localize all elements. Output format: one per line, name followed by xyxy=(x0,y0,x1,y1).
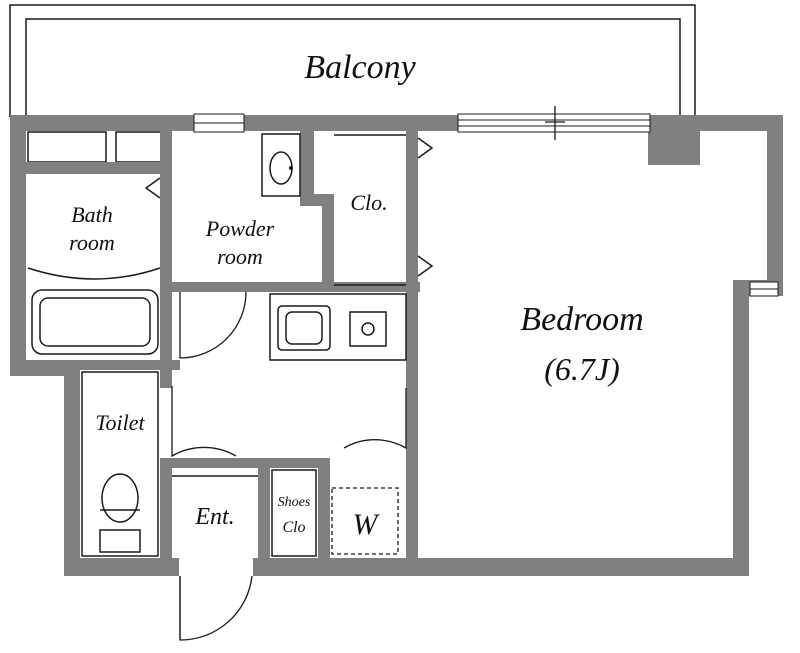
label-shoes-closet-2: Clo xyxy=(282,519,305,536)
label-bathroom-2: room xyxy=(69,230,115,255)
shoes-closet xyxy=(271,469,317,557)
bath-fixtures xyxy=(27,177,161,355)
label-shoes-closet-1: Shoes xyxy=(278,495,311,510)
washbasin xyxy=(261,133,301,197)
label-bedroom: Bedroom xyxy=(520,301,643,338)
label-balcony: Balcony xyxy=(304,49,416,86)
doors xyxy=(171,291,407,641)
label-powder-room-2: room xyxy=(217,244,263,269)
label-washer: W xyxy=(353,508,381,541)
kitchen-counter xyxy=(269,293,407,361)
windows xyxy=(193,106,779,297)
label-powder-room-1: Powder xyxy=(205,216,275,241)
label-entrance: Ent. xyxy=(194,504,234,530)
label-toilet: Toilet xyxy=(95,410,145,435)
washer-space xyxy=(331,487,399,555)
label-bedroom-size: (6.7J) xyxy=(544,351,620,387)
label-bathroom-1: Bath xyxy=(71,202,113,227)
label-closet: Clo. xyxy=(350,190,387,215)
closet-doors xyxy=(334,134,434,286)
interior-walls xyxy=(26,128,420,576)
balcony xyxy=(9,4,696,117)
storage-units xyxy=(27,131,163,163)
toilet-fixture xyxy=(81,371,159,557)
